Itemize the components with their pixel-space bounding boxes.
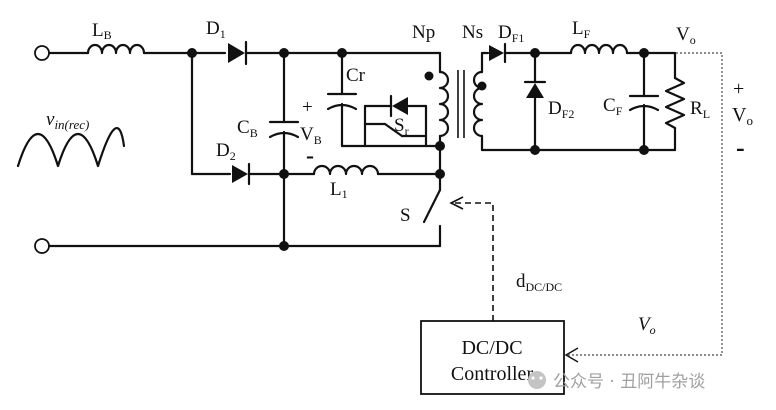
diode-df1 (489, 45, 504, 61)
rectified-waveform (16, 126, 126, 168)
label-vb: VB (300, 124, 322, 147)
junction-dot (279, 241, 289, 251)
label-minus-cb: - (306, 143, 314, 169)
controller-subtitle: Controller (451, 363, 534, 385)
input-terminal-top (34, 45, 50, 61)
label-vo-feedback: Vo (638, 314, 656, 337)
label-lb: LB (92, 20, 112, 42)
label-minus-out: - (736, 133, 745, 162)
label-vo-out: Vo (732, 104, 753, 128)
switch-s-blade (422, 188, 442, 224)
label-cr: Cr (346, 65, 366, 86)
junction-dot (530, 48, 540, 58)
label-d-dcdc: dDC/DC (516, 271, 562, 294)
junction-dot (187, 48, 197, 58)
junction-dot (530, 145, 540, 155)
controller-title: DC/DC (461, 337, 522, 359)
polarity-dot-primary (424, 71, 434, 81)
junction-dot (279, 48, 289, 58)
label-rl: RL (690, 98, 710, 121)
diode-d2 (232, 165, 248, 183)
feedback-line (568, 52, 723, 356)
label-vo-top: Vo (676, 24, 696, 47)
label-l1: L1 (330, 179, 348, 201)
label-cf: CF (603, 95, 623, 118)
transformer-secondary (472, 70, 484, 138)
junction-dot (435, 169, 445, 179)
label-sr: Sr (394, 115, 409, 138)
switch-sr-blade (383, 122, 404, 138)
gate-drive-arrow (449, 196, 464, 210)
label-d2: D2 (216, 140, 236, 163)
label-s: S (400, 205, 411, 226)
watermark-text: 公众号 · 丑阿牛杂谈 (553, 372, 705, 392)
junction-dot (279, 169, 289, 179)
resistor-rl (664, 76, 686, 130)
wechat-icon-eye (539, 376, 543, 380)
label-cb: CB (237, 117, 258, 140)
input-terminal-bottom (34, 238, 50, 254)
diode-sr-body (392, 97, 408, 115)
label-lf: LF (572, 18, 591, 41)
diode-df2 (526, 83, 544, 98)
label-np: Np (412, 22, 435, 43)
label-df2: DF2 (548, 98, 574, 121)
label-plus-cb: + (302, 97, 313, 118)
gate-drive-line (455, 202, 494, 321)
label-ns: Ns (462, 22, 483, 43)
wechat-icon-eye (531, 376, 535, 380)
diode-d1 (228, 43, 245, 63)
label-df1: DF1 (498, 22, 524, 45)
label-plus-out: + (733, 78, 744, 100)
wechat-icon (528, 371, 546, 389)
label-d1: D1 (206, 18, 226, 41)
inductor-lb (86, 43, 146, 55)
feedback-arrow (564, 347, 579, 363)
junction-dot (337, 48, 347, 58)
junction-dot (639, 48, 649, 58)
inductor-lf (569, 43, 629, 55)
label-vin: vin(rec) (46, 109, 89, 132)
polarity-dot-secondary (477, 81, 487, 91)
transformer-primary (438, 70, 450, 138)
wechat-watermark: 公众号 · 丑阿牛杂谈 (528, 371, 705, 392)
junction-dot (435, 141, 445, 151)
junction-dot (639, 145, 649, 155)
inductor-l1 (312, 164, 380, 176)
